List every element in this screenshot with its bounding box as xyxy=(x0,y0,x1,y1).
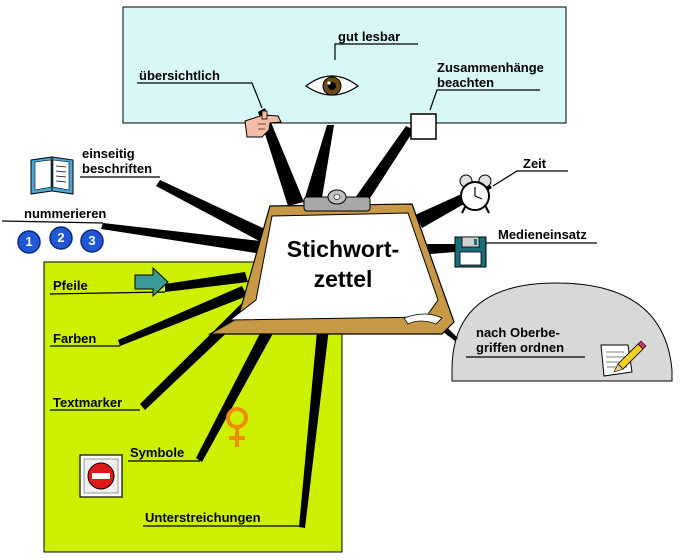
no-entry-icon xyxy=(79,454,123,498)
top-panel xyxy=(122,6,567,124)
badge-number-2: 2 xyxy=(57,230,65,245)
label-zusammenhaenge-line1: Zusammenhänge xyxy=(437,60,544,75)
floppy-disk-icon xyxy=(454,236,487,268)
female-symbol-icon xyxy=(226,407,248,447)
alarm-clock-icon xyxy=(459,174,492,214)
label-oberbegriffe-line1: nach Oberbe- xyxy=(476,325,560,340)
label-einseitig-line1: einseitig xyxy=(82,146,135,161)
badge-number-3: 3 xyxy=(88,233,96,248)
arrow-icon xyxy=(134,266,169,298)
number-badges xyxy=(17,226,104,254)
label-leaders xyxy=(1,43,597,527)
label-einseitig-line2: beschriften xyxy=(82,161,153,176)
label-farben: Farben xyxy=(53,331,97,346)
central-title: Stichwort- zettel xyxy=(268,234,418,294)
label-gut-lesbar: gut lesbar xyxy=(338,29,401,44)
eye-icon xyxy=(304,75,360,96)
label-oberbegriffe-line2: griffen ordnen xyxy=(476,340,565,355)
spokes xyxy=(101,108,492,528)
label-symbole: Symbole xyxy=(130,445,185,460)
central-title-line1: Stichwort- xyxy=(286,236,400,262)
notepad-pencil-icon xyxy=(600,340,647,377)
label-pfeile: Pfeile xyxy=(53,278,88,293)
label-textmarker: Textmarker xyxy=(53,395,123,410)
book-icon xyxy=(30,156,74,195)
label-medieneinsatz: Medieneinsatz xyxy=(498,227,587,242)
label-uebersichtlich: übersichtlich xyxy=(139,68,220,83)
badge-number-1: 1 xyxy=(25,234,33,249)
checkbox-icon xyxy=(410,113,437,140)
central-title-line2: zettel xyxy=(313,266,373,292)
label-zusammenhaenge-line2: beachten xyxy=(437,75,495,90)
label-zeit: Zeit xyxy=(523,156,547,171)
label-nummerieren: nummerieren xyxy=(24,206,107,221)
hand-icon xyxy=(244,110,282,138)
label-unterstreichungen: Unterstreichungen xyxy=(145,510,261,525)
clipboard xyxy=(207,189,455,335)
